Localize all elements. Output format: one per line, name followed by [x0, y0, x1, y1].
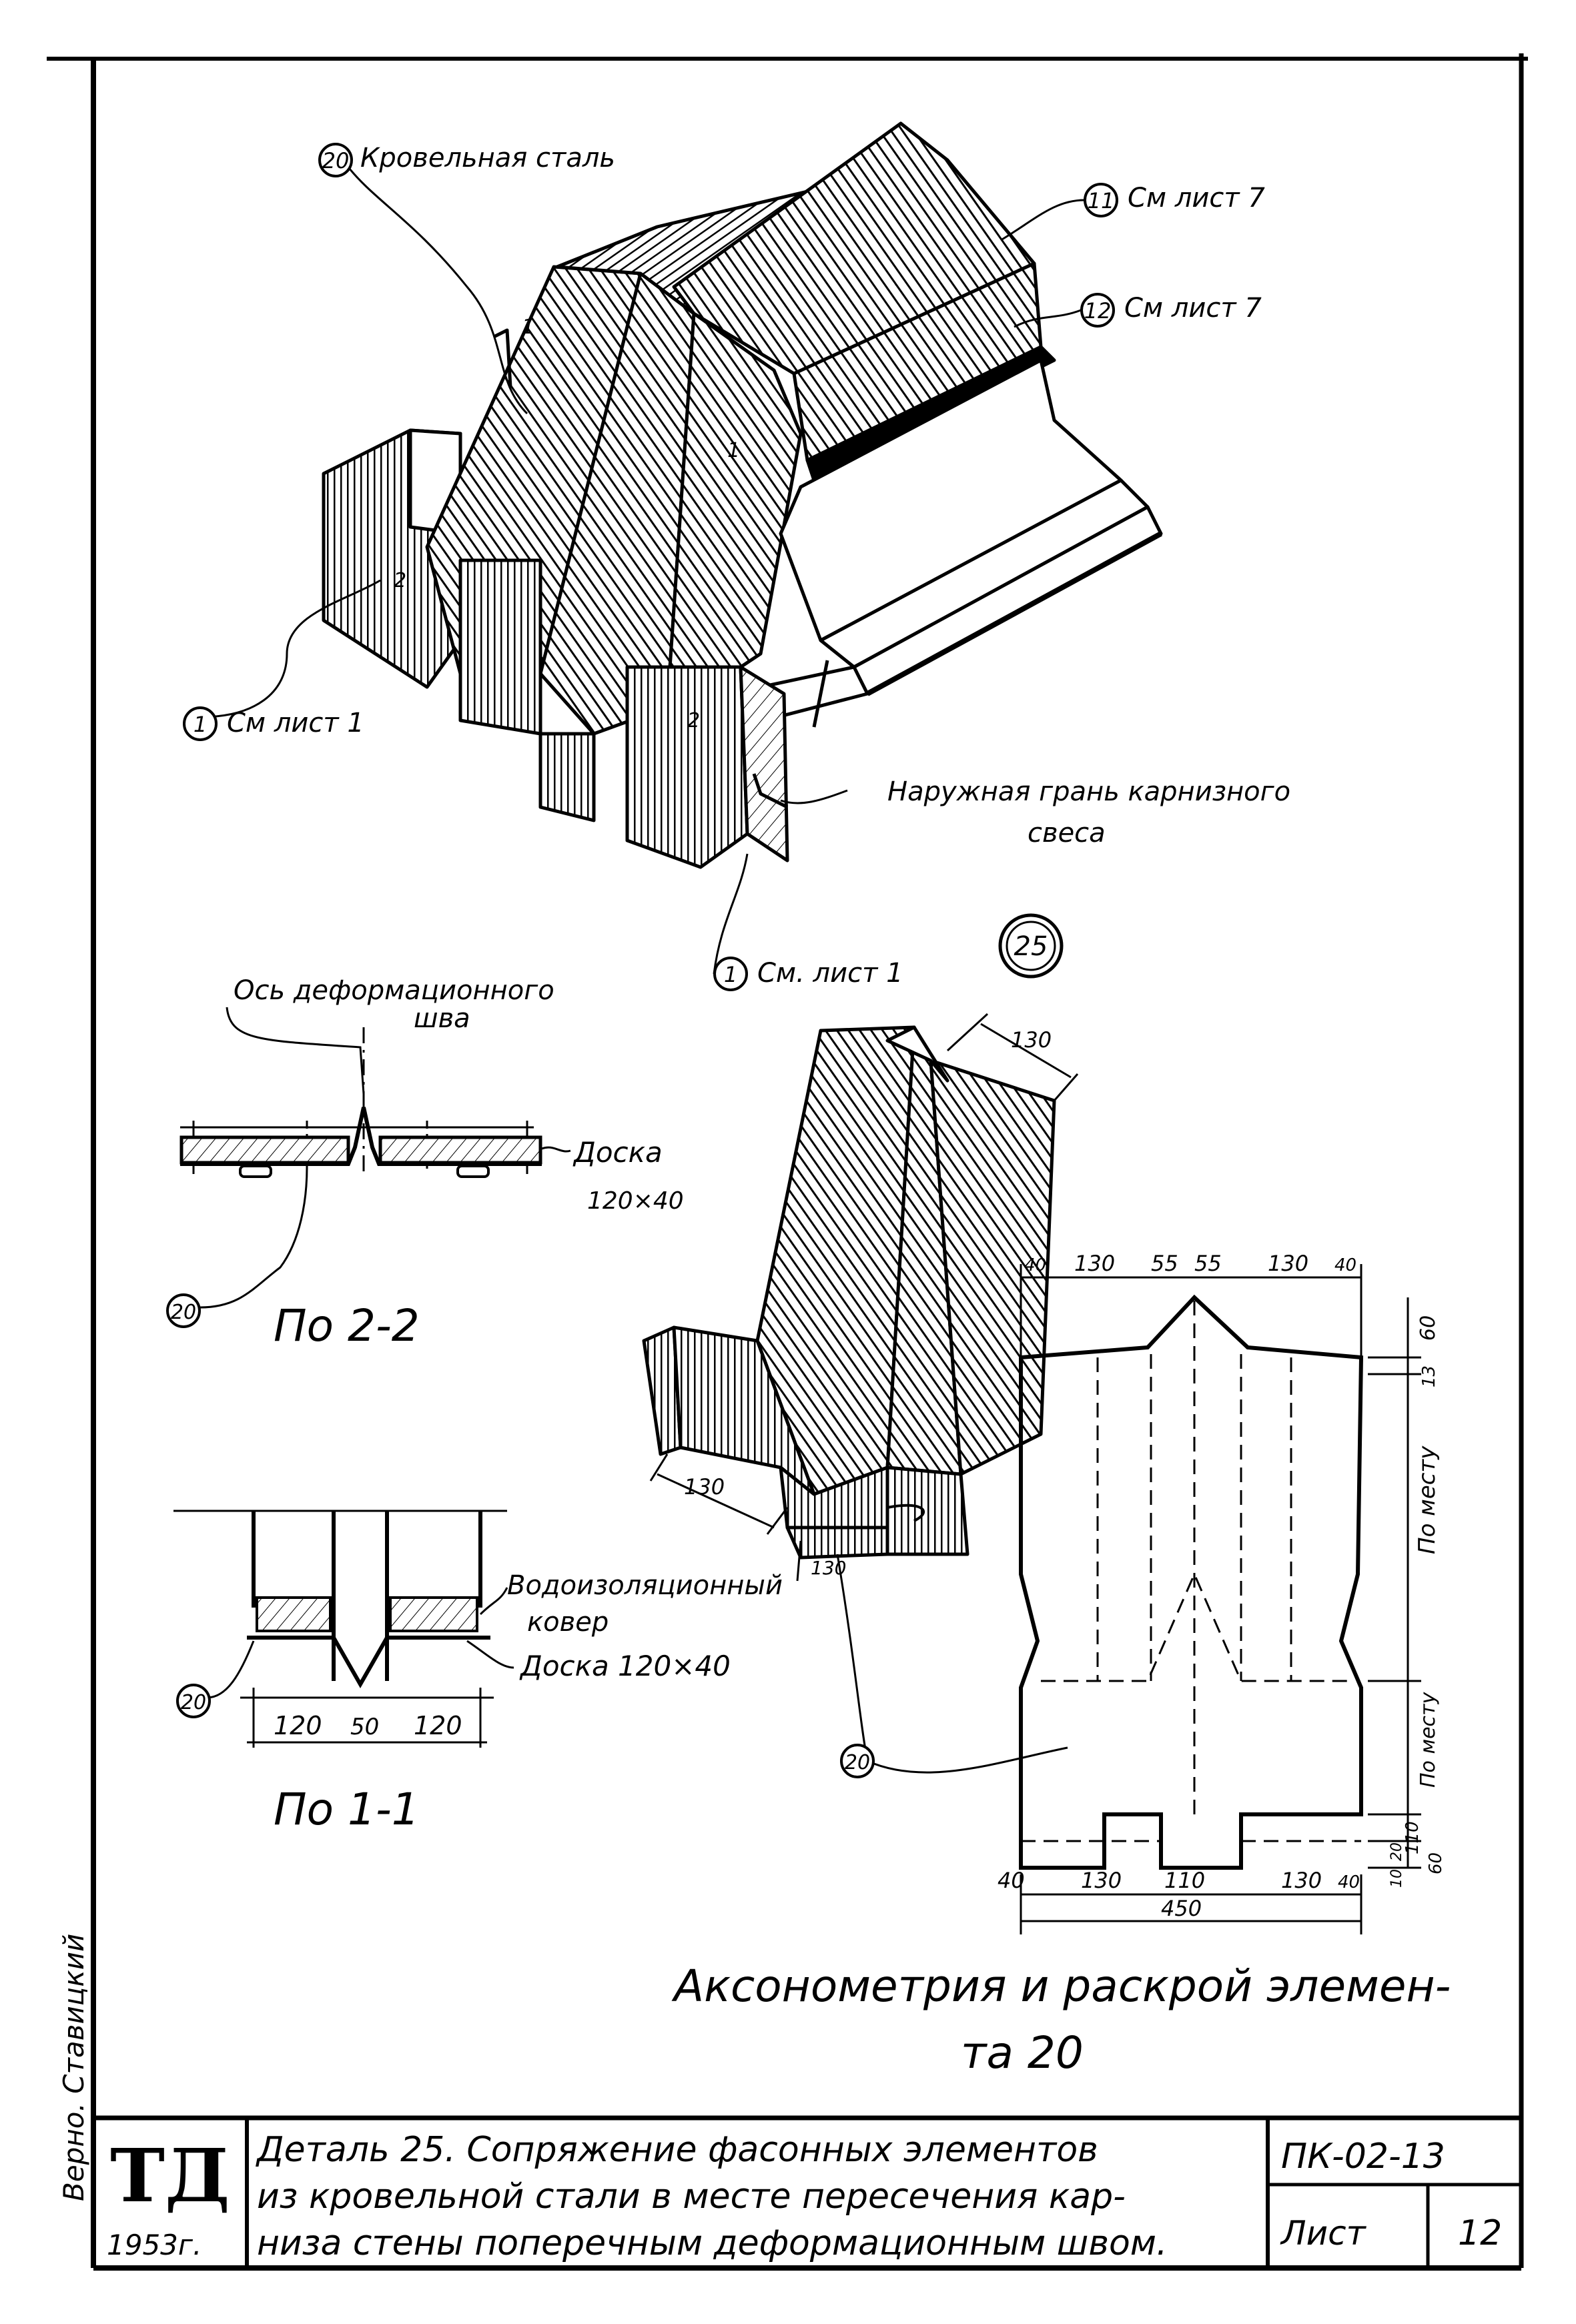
year: 1953г.: [107, 2229, 202, 2261]
drawing-code: ПК-02-13: [1281, 2137, 1445, 2177]
svg-text:Кровельная сталь: Кровельная сталь: [360, 143, 615, 173]
svg-text:130: 130: [1281, 1868, 1322, 1893]
svg-text:20: 20: [845, 1751, 870, 1774]
section-1-1: 120 50 120 Водоизоляционный ковер Доска …: [173, 1510, 783, 1835]
svg-text:свеса: свеса: [1028, 818, 1106, 848]
cutting-pattern: 20: [840, 1264, 1421, 1934]
svg-text:По 1-1: По 1-1: [274, 1784, 420, 1835]
callout-facade: Наружная грань карнизного свеса: [887, 776, 1290, 848]
svg-text:1: 1: [724, 962, 737, 987]
title-line-2: из кровельной стали в месте пересечения …: [257, 2177, 1126, 2217]
svg-text:2: 2: [687, 709, 700, 732]
svg-text:По месту: По месту: [1417, 1691, 1440, 1788]
element-20-axonometry: 130 130 130: [642, 1013, 1079, 1762]
svg-text:130: 130: [1074, 1251, 1115, 1276]
callout-12: 12 См лист 7: [1080, 293, 1262, 328]
callout-20-top: 20 Кровельная сталь: [318, 143, 615, 177]
svg-text:130: 130: [1011, 1027, 1052, 1053]
svg-text:40: 40: [1338, 1872, 1360, 1892]
title-block: ТД 1953г. Деталь 25. Сопряжение фасонных…: [93, 2115, 1521, 2268]
svg-text:По 2-2: По 2-2: [274, 1300, 420, 1351]
svg-text:12: 12: [1084, 298, 1112, 324]
section-marks: 1 2 2 1: [394, 316, 740, 732]
svg-text:Доска: Доска: [572, 1136, 663, 1169]
callout-1-left: 1 См лист 1: [183, 706, 364, 741]
svg-text:ковер: ковер: [527, 1607, 609, 1638]
svg-text:10: 10: [1389, 1869, 1405, 1888]
svg-text:та 20: та 20: [961, 2027, 1084, 2079]
svg-text:1: 1: [522, 316, 534, 339]
svg-text:55: 55: [1194, 1251, 1222, 1276]
svg-text:1: 1: [193, 712, 207, 737]
svg-text:См лист 1: См лист 1: [227, 708, 364, 738]
svg-text:110: 110: [1164, 1868, 1205, 1893]
svg-text:130: 130: [1268, 1251, 1308, 1276]
svg-text:Аксонометрия и раскрой элемен-: Аксонометрия и раскрой элемен-: [671, 1960, 1451, 2012]
svg-text:20: 20: [181, 1691, 206, 1714]
pattern-right-dimensions: 60 13 По месту По месту 110 20 10 60: [1389, 1315, 1446, 1888]
svg-text:2: 2: [394, 569, 406, 592]
detail-number-badge: 25: [998, 913, 1064, 979]
svg-text:120×40: 120×40: [587, 1187, 684, 1215]
svg-text:Ось деформационного: Ось деформационного: [234, 975, 554, 1006]
svg-text:По месту: По месту: [1414, 1445, 1441, 1554]
title-line-1: Деталь 25. Сопряжение фасонных элементов: [256, 2130, 1098, 2170]
svg-text:40: 40: [1334, 1255, 1356, 1275]
svg-text:60: 60: [1426, 1852, 1446, 1874]
verification-note: Верно. Ставицкий: [57, 1934, 90, 2201]
axonometric-main-view: [322, 121, 1163, 869]
svg-text:13: 13: [1419, 1365, 1439, 1387]
svg-text:25: 25: [1014, 931, 1048, 962]
svg-text:20: 20: [322, 148, 350, 173]
svg-text:20: 20: [1389, 1842, 1405, 1861]
sheet-frame: [47, 53, 1528, 2271]
svg-text:50: 50: [350, 1714, 379, 1740]
svg-text:Водоизоляционный: Водоизоляционный: [507, 1570, 783, 1601]
sheet-label: Лист: [1280, 2214, 1367, 2253]
svg-text:40: 40: [1024, 1255, 1046, 1275]
callout-1-bottom: 1 См. лист 1: [713, 957, 903, 991]
sheet-number: 12: [1458, 2213, 1502, 2253]
svg-text:130: 130: [684, 1474, 725, 1500]
section-2-2: Ось деформационного шва Доска 120×40 20 …: [166, 975, 684, 1351]
title-line-3: низа стены поперечным деформационным шво…: [257, 2223, 1168, 2263]
svg-text:См. лист 1: См. лист 1: [757, 958, 903, 989]
svg-text:Доска 120×40: Доска 120×40: [519, 1650, 731, 1682]
svg-text:Наружная грань карнизного: Наружная грань карнизного: [887, 776, 1290, 807]
svg-text:1: 1: [727, 439, 740, 462]
svg-text:120: 120: [414, 1711, 462, 1740]
svg-text:60: 60: [1417, 1315, 1440, 1341]
svg-text:55: 55: [1151, 1251, 1178, 1276]
element-caption: Аксонометрия и раскрой элемен- та 20: [671, 1960, 1451, 2079]
svg-text:130: 130: [811, 1557, 846, 1579]
svg-text:130: 130: [1081, 1868, 1122, 1893]
svg-text:См лист 7: См лист 7: [1128, 183, 1265, 213]
svg-text:11: 11: [1088, 188, 1115, 213]
svg-text:20: 20: [171, 1301, 196, 1324]
svg-text:40: 40: [998, 1868, 1025, 1893]
top-view-leaders: [200, 165, 1085, 975]
logo-td: ТД: [110, 2133, 230, 2219]
svg-text:См лист 7: См лист 7: [1124, 293, 1262, 324]
callout-11: 11 См лист 7: [1084, 183, 1265, 217]
svg-text:120: 120: [274, 1711, 322, 1740]
svg-text:110: 110: [1403, 1821, 1423, 1854]
pattern-bottom-dimensions: 40 130 110 130 40 450: [998, 1868, 1360, 1921]
svg-text:450: 450: [1161, 1896, 1202, 1921]
svg-text:шва: шва: [414, 1003, 470, 1034]
pattern-top-dimensions: 40 130 55 55 130 40: [1024, 1251, 1356, 1276]
